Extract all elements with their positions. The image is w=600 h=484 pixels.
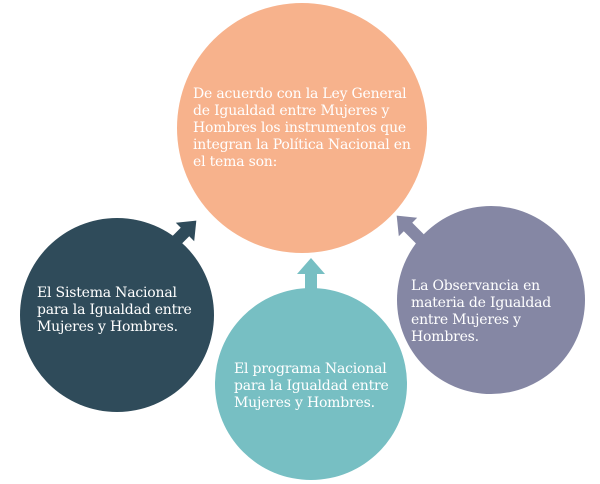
left-text: El Sistema Nacional para la Igualdad ent… <box>37 285 192 335</box>
center-text: De acuerdo con la Ley General de Igualda… <box>193 86 411 170</box>
arrow-left-to-center <box>163 220 197 254</box>
node-left-circle <box>20 218 214 412</box>
bottom-text: El programa Nacional para la Igualdad en… <box>234 361 389 411</box>
node-center-circle <box>177 3 427 253</box>
arrow-right-to-center <box>396 215 430 249</box>
arrow-bottom-to-center <box>297 258 325 296</box>
right-text: La Observancia en materia de Igualdad en… <box>411 278 552 345</box>
node-right-circle <box>397 206 585 394</box>
node-bottom-circle <box>215 288 407 480</box>
